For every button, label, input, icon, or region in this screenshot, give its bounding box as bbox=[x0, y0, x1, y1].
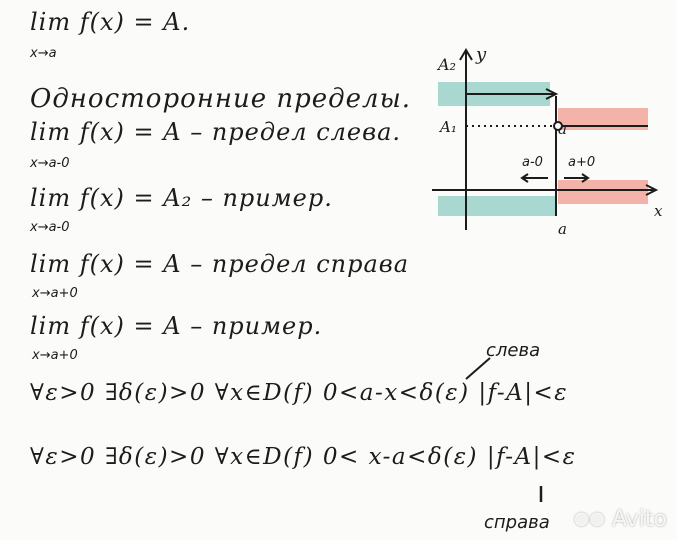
left-limit-example: lim f(x) = A₂ – пример. bbox=[30, 184, 333, 212]
note-right: справа bbox=[484, 512, 550, 533]
note-left-pointer bbox=[465, 357, 491, 380]
note-left: слева bbox=[486, 340, 541, 361]
label-y: y bbox=[475, 44, 487, 65]
left-approach-arrow bbox=[520, 173, 548, 183]
right-limit-example-subscript: x→a+0 bbox=[32, 348, 78, 363]
avito-watermark: ●● Avito bbox=[574, 507, 667, 532]
open-point-a bbox=[553, 121, 563, 131]
x-axis bbox=[432, 184, 659, 196]
band-axis-left bbox=[438, 196, 556, 216]
right-limit-definition: lim f(x) = A – предел справа bbox=[30, 250, 410, 278]
epsilon-delta-left: ∀ε>0 ∃δ(ε)>0 ∀x∈D(f) 0<a-x<δ(ε) |f-A|<ε bbox=[30, 380, 569, 406]
left-limit-subscript: x→a-0 bbox=[30, 156, 70, 171]
avito-watermark-text: Avito bbox=[612, 507, 667, 532]
label-a2: A₂ bbox=[436, 55, 456, 74]
left-limit-example-subscript: x→a-0 bbox=[30, 220, 70, 235]
right-limit-example: lim f(x) = A – пример. bbox=[30, 312, 323, 340]
right-limit-subscript: x→a+0 bbox=[32, 286, 78, 301]
one-sided-limits-heading: Односторонние пределы. bbox=[30, 84, 412, 114]
right-approach-arrow bbox=[564, 173, 590, 183]
epsilon-delta-right: ∀ε>0 ∃δ(ε)>0 ∀x∈D(f) 0< x-a<δ(ε) |f-A|<ε bbox=[30, 444, 577, 470]
label-a-point: a bbox=[558, 120, 567, 138]
band-a1-right bbox=[558, 108, 648, 130]
label-x: x bbox=[654, 202, 663, 220]
y-axis bbox=[459, 48, 473, 230]
avito-logo-icon: ●● bbox=[573, 508, 606, 529]
band-axis-right bbox=[558, 180, 648, 204]
left-branch bbox=[466, 88, 559, 100]
limit-definition: lim f(x) = A. bbox=[30, 8, 191, 36]
one-sided-limit-graph: A₂ y A₁ a a-0 a+0 a x bbox=[432, 44, 663, 238]
note-right-pointer bbox=[539, 486, 543, 502]
limit-subscript: x→a bbox=[30, 46, 57, 61]
label-right-approach: a+0 bbox=[568, 155, 595, 170]
label-left-approach: a-0 bbox=[522, 155, 543, 170]
left-limit-definition: lim f(x) = A – предел слева. bbox=[30, 118, 402, 146]
label-a-axis: a bbox=[558, 220, 567, 238]
label-a1: A₁ bbox=[438, 118, 457, 136]
